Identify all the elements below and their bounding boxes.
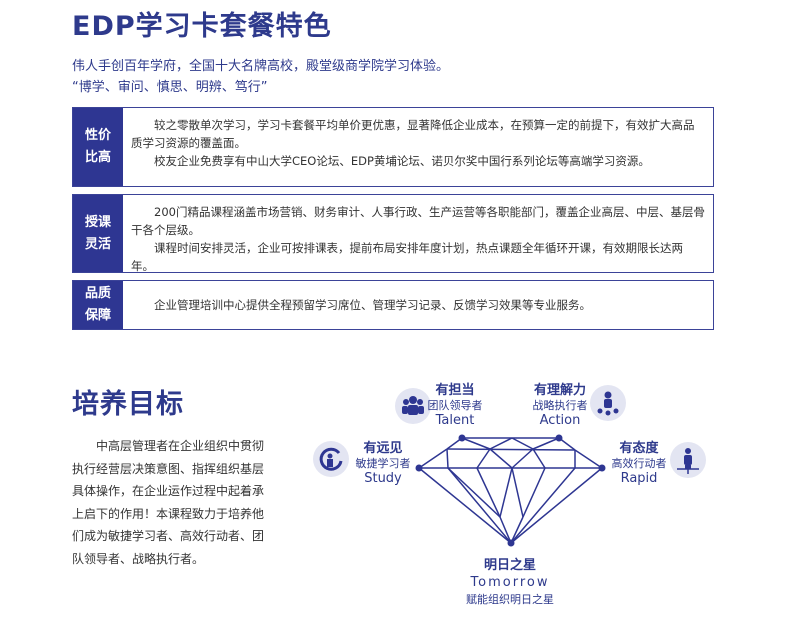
goal-en: Rapid [620,471,658,486]
feature-box-quality: 品质保障 企业管理培训中心提供全程预留学习席位、管理学习记录、反馈学习效果等专业… [72,280,714,330]
goal-en: Talent [435,413,475,428]
diamond-edge [499,467,513,518]
goal-role: 敏捷学习者 [355,457,411,470]
feature-label: 性价比高 [73,108,123,186]
network-icon [590,385,626,421]
motto: “博学、审问、慎思、明辨、笃行” [72,80,268,95]
diamond-edge [511,437,534,450]
diamond-edge [447,467,501,518]
diamond-edge [510,467,603,544]
section-title-features: EDP学习卡套餐特色 [72,11,332,42]
diamond-edge [446,448,449,469]
goal-tomorrow: 明日之星 Tomorrow 赋能组织明日之星 [450,557,570,608]
diamond-edge [532,448,546,469]
diamond-edge [510,516,524,544]
diamond-edge [476,467,501,518]
diamond-edge [476,448,491,469]
diamond-edge [574,449,603,469]
diamond-edge [499,516,512,544]
feature-label: 品质保障 [73,281,123,329]
feature-box-flexible: 授课灵活 200门精品课程涵盖市场营销、财务审计、人事行政、生产运营等各职能部门… [72,194,714,273]
label-line: 灵活 [84,236,111,252]
diamond-edge [418,467,512,544]
label-line: 品质 [84,286,111,301]
growth-icon [313,441,349,477]
diamond-edge [461,437,491,450]
goal-title: 明日之星 [483,558,536,573]
diamond-edge [522,467,546,518]
person-arrows-icon [670,442,706,478]
goal-en: Study [364,471,402,486]
team-icon [395,388,431,424]
subtitle: 伟人手创百年学府，全国十大名牌高校，殿堂级商学院学习体验。 [72,59,450,74]
diamond-edge [447,467,512,544]
diamond-edge [489,448,513,469]
feature-text: 较之零散单次学习，学习卡套餐平均单价更优惠，显著降低企业成本，在预算一定的前提下… [131,118,695,150]
goal-title: 有担当 [435,383,475,398]
diamond-edge [510,467,576,544]
goal-role: 赋能组织明日之星 [466,593,554,606]
label-line: 授课 [84,214,111,230]
diamond-edge [511,448,534,469]
goal-title: 有态度 [619,441,659,456]
goal-en: Action [539,413,581,428]
diamond-edge [489,437,513,450]
diamond-edge [532,437,560,450]
diamond-edge [418,448,448,469]
feature-box-value: 性价比高 较之零散单次学习，学习卡套餐平均单价更优惠，显著降低企业成本，在预算一… [72,107,714,187]
feature-text: 课程时间安排灵活，企业可按排课表，提前布局安排年度计划，热点课题全年循环开课，有… [131,241,683,273]
goal-title: 有远见 [363,441,403,456]
goal-role: 高效行动者 [611,457,667,470]
goal-title: 有理解力 [533,383,586,398]
goals-paragraph: 中高层管理者在企业组织中贯彻执行经营层决策意图、指挥组织基层具体操作，在企业运作… [72,439,265,566]
diamond-edge [511,467,524,518]
goal-role: 战略执行者 [532,399,588,412]
label-line: 保障 [84,308,111,323]
diamond-edge [446,448,576,451]
goal-role: 团队领导者 [427,399,483,412]
section-title-goals: 培养目标 [72,389,184,420]
feature-label: 授课灵活 [73,195,123,272]
feature-text: 200门精品课程涵盖市场营销、财务审计、人事行政、生产运营等各职能部门，覆盖企业… [131,205,705,237]
label-line: 比高 [84,150,111,165]
feature-text: 企业管理培训中心提供全程预留学习席位、管理学习记录、反馈学习效果等专业服务。 [154,298,591,312]
goal-en: Tomorrow [470,575,550,590]
label-line: 性价 [84,128,111,143]
feature-text: 校友企业免费享有中山大学CEO论坛、EDP黄埔论坛、诺贝尔奖中国行系列论坛等高端… [154,154,650,168]
